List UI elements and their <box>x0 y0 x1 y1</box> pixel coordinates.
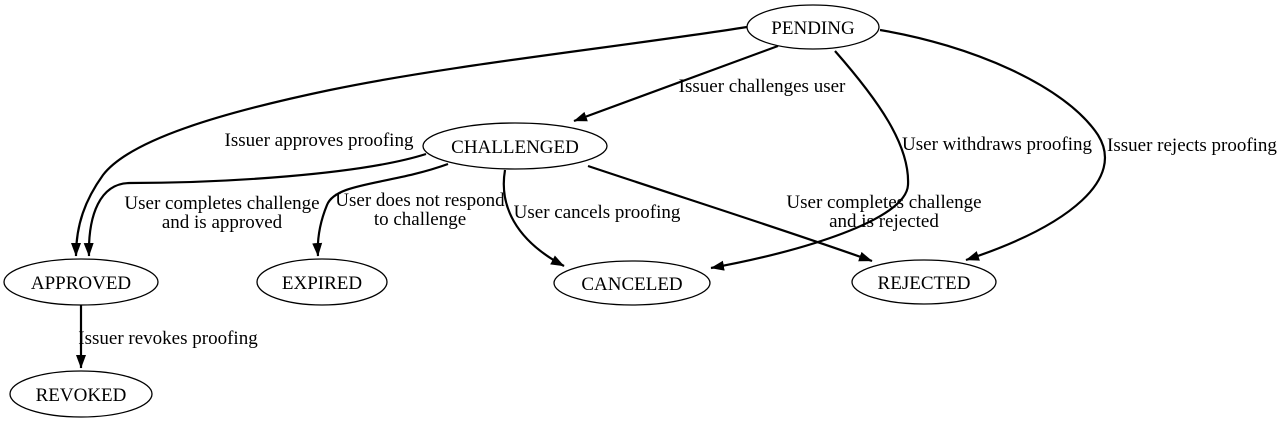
node-pending-label: PENDING <box>771 18 855 39</box>
node-revoked-label: REVOKED <box>36 385 127 406</box>
node-approved-label: APPROVED <box>31 273 131 294</box>
node-expired: EXPIRED <box>256 258 388 306</box>
edge-label-completes-challenge-rejected-line1: User completes challenge <box>786 192 981 213</box>
node-rejected-ellipse <box>851 259 997 305</box>
edge-challenged-rejected <box>587 164 873 263</box>
node-revoked-ellipse <box>9 370 153 418</box>
edge-challenged-canceled <box>502 169 565 267</box>
node-rejected: REJECTED <box>851 259 997 305</box>
edge-pending-canceled <box>710 50 910 271</box>
node-canceled-ellipse <box>553 260 711 306</box>
edge-label-completes-challenge-approved-line1: User completes challenge <box>124 193 319 214</box>
node-pending-ellipse <box>746 4 880 50</box>
edge-label-issuer-challenges-user: Issuer challenges user <box>679 76 846 97</box>
edge-challenged-expired <box>312 162 449 257</box>
edge-label-issuer-rejects-proofing: Issuer rejects proofing <box>1107 135 1277 156</box>
node-canceled: CANCELED <box>553 260 711 306</box>
node-approved: APPROVED <box>3 258 159 306</box>
node-expired-label: EXPIRED <box>282 273 362 294</box>
edge-pending-challenged <box>573 44 779 123</box>
edge-pending-rejected <box>879 28 1107 262</box>
edge-layer <box>71 25 1107 369</box>
node-revoked: REVOKED <box>9 370 153 418</box>
edge-label-completes-challenge-rejected-line2: and is rejected <box>829 211 939 232</box>
node-expired-ellipse <box>256 258 388 306</box>
edge-label-issuer-revokes-proofing: Issuer revokes proofing <box>78 328 258 349</box>
edge-label-layer: Issuer challenges user Issuer approves p… <box>78 76 1277 349</box>
node-challenged-ellipse <box>422 122 608 170</box>
edge-label-does-not-respond-line1: User does not respond <box>335 190 505 211</box>
edge-label-completes-challenge-approved-line2: and is approved <box>162 212 283 233</box>
node-rejected-label: REJECTED <box>878 273 971 294</box>
edge-label-issuer-approves-proofing: Issuer approves proofing <box>225 130 414 151</box>
edge-challenged-approved <box>83 152 427 257</box>
node-canceled-label: CANCELED <box>581 274 682 295</box>
node-layer: PENDING CHALLENGED APPROVED EXPIRED CANC… <box>3 4 997 418</box>
edge-label-user-cancels-proofing: User cancels proofing <box>514 202 681 223</box>
node-challenged: CHALLENGED <box>422 122 608 170</box>
edge-label-user-withdraws-proofing: User withdraws proofing <box>902 134 1092 155</box>
edge-pending-approved <box>71 25 748 257</box>
node-challenged-label: CHALLENGED <box>451 137 579 158</box>
edge-label-does-not-respond-line2: to challenge <box>374 209 466 230</box>
node-pending: PENDING <box>746 4 880 50</box>
node-approved-ellipse <box>3 258 159 306</box>
